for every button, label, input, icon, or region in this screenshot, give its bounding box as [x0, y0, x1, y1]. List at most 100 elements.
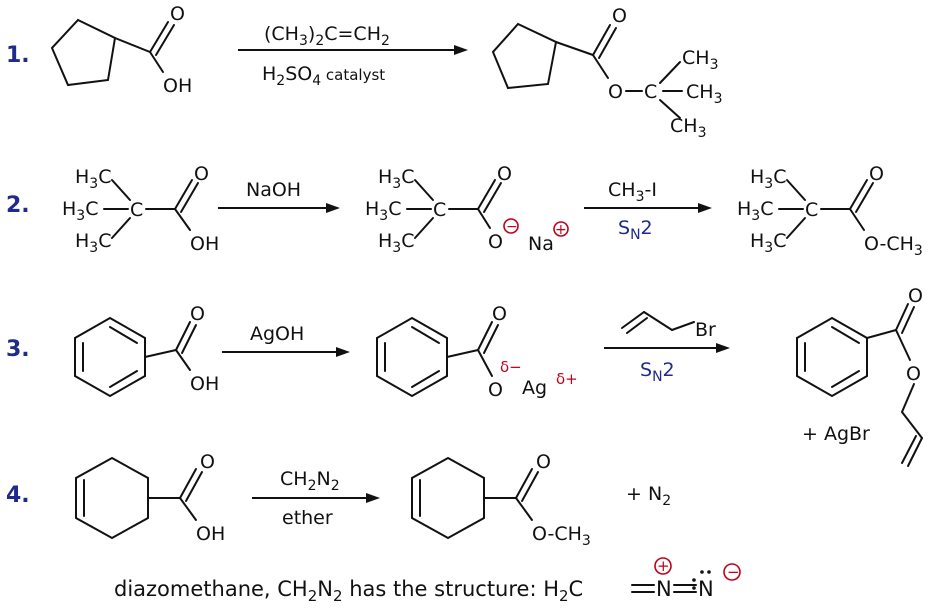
double-bond	[174, 179, 193, 210]
footnote-diazomethane: diazomethane, CH2N2 has the structure: H…	[114, 557, 741, 605]
benzene-ring	[796, 316, 868, 398]
bond	[477, 349, 493, 377]
bond	[111, 217, 131, 239]
lone-pair-dot	[692, 586, 696, 590]
allyl-bond	[643, 311, 673, 331]
bond	[414, 179, 434, 201]
reagent-acid-catalyst: H2SO4 catalyst	[262, 63, 385, 89]
carbonyl-oxygen: O	[908, 285, 923, 307]
benzene-ring	[74, 316, 146, 398]
footnote-text: diazomethane, CH2N2 has the structure: H…	[114, 577, 583, 605]
arrow-head	[454, 45, 468, 55]
methyl-label: CH3	[686, 81, 722, 107]
mechanism-sn2: SN2	[618, 217, 653, 243]
hydroxyl-label: OH	[163, 75, 192, 97]
double-bond	[179, 468, 197, 499]
carboxylate-oxygen: O	[488, 379, 503, 401]
aromatic-bond	[109, 370, 138, 388]
aromatic-bond	[831, 370, 860, 388]
methyl-label: H3C	[365, 198, 402, 224]
methyl-label: H3C	[750, 230, 787, 256]
quaternary-carbon: C	[130, 199, 143, 221]
bond	[114, 37, 151, 53]
negative-charge-circle	[723, 563, 741, 581]
arrow-head	[698, 203, 712, 213]
carbonyl-oxygen: O	[200, 451, 215, 473]
carbonyl-oxygen: O	[190, 303, 205, 325]
positive-charge-circle	[553, 221, 569, 237]
reagent-methyl-iodide: CH3-I	[608, 179, 657, 205]
bond	[414, 217, 434, 239]
methyl-label: CH3	[682, 47, 718, 73]
quaternary-carbon: C	[433, 199, 446, 221]
arrow-head	[326, 203, 340, 213]
cyclopentane-ring	[491, 22, 558, 90]
bond	[786, 179, 806, 201]
ester-oxygen: O	[906, 363, 921, 385]
bromine-label: Br	[695, 319, 716, 341]
double-bond	[483, 182, 502, 213]
aromatic-bond	[109, 326, 138, 344]
positive-charge-sign: +	[657, 557, 670, 575]
silver-label: Ag	[522, 377, 547, 399]
arrow-head	[366, 493, 380, 503]
bond	[515, 497, 533, 521]
reaction-3: 3. O OH AgOH O O δ− Ag δ+ Br	[6, 285, 923, 467]
benzene-ring	[376, 316, 448, 398]
reaction-number: 1.	[6, 43, 30, 68]
bond	[174, 208, 191, 231]
hydroxyl-label: OH	[190, 233, 219, 255]
bond	[901, 411, 923, 439]
bond	[555, 41, 594, 56]
quaternary-carbon: C	[805, 199, 818, 221]
bond	[592, 54, 609, 79]
bond	[175, 349, 191, 371]
double-bond	[901, 435, 917, 464]
methyl-label: H3C	[378, 166, 415, 192]
reagent-naoh: NaOH	[246, 179, 301, 201]
nitrogen-cation: N	[656, 577, 672, 601]
methoxy-label: O-CH3	[532, 523, 591, 549]
reagent-agoh: AgOH	[250, 323, 304, 345]
positive-charge-circle	[654, 557, 672, 575]
methoxy-label: O-CH3	[864, 233, 923, 259]
cyclopentane-ring	[50, 18, 117, 87]
bond	[786, 217, 806, 239]
double-bond	[477, 321, 493, 351]
carboxylate-oxygen: O	[488, 231, 503, 253]
carbonyl-oxygen: O	[194, 163, 209, 185]
double-bond	[155, 24, 175, 56]
double-bond	[521, 471, 539, 502]
reaction-number: 2.	[6, 193, 30, 218]
arrow-head	[336, 347, 350, 357]
byproduct-nitrogen: + N2	[626, 483, 671, 509]
allyl-double-bond	[626, 317, 648, 334]
bond	[144, 349, 177, 358]
double-bond	[149, 21, 169, 53]
mechanism-sn2: SN2	[640, 359, 675, 385]
carbonyl-oxygen: O	[869, 163, 884, 185]
double-bond	[515, 468, 533, 499]
allyl-double-bond	[621, 311, 645, 329]
carbonyl-oxygen: O	[497, 163, 512, 185]
methyl-label: H3C	[378, 230, 415, 256]
aromatic-bond	[411, 326, 440, 344]
bond	[477, 208, 491, 229]
partial-negative-charge: δ−	[500, 358, 522, 376]
bond	[149, 51, 164, 73]
byproduct-agbr: + AgBr	[802, 423, 870, 445]
double-bond	[907, 437, 923, 467]
reaction-2: 2. H3C H3C H3C C O OH NaOH H3C H3C H3C C…	[6, 163, 923, 259]
reagent-isobutylene: (CH3)2C=CH2	[264, 23, 390, 49]
double-bond	[175, 321, 191, 351]
bond	[866, 329, 897, 339]
negative-charge-sign: −	[727, 563, 740, 581]
bond	[895, 329, 911, 361]
sodium-label: Na	[528, 233, 554, 255]
hydroxyl-label: OH	[196, 523, 225, 545]
bond	[659, 99, 681, 119]
nitrogen-anion: N	[698, 577, 714, 601]
double-bond	[849, 179, 868, 210]
bond	[111, 179, 131, 201]
